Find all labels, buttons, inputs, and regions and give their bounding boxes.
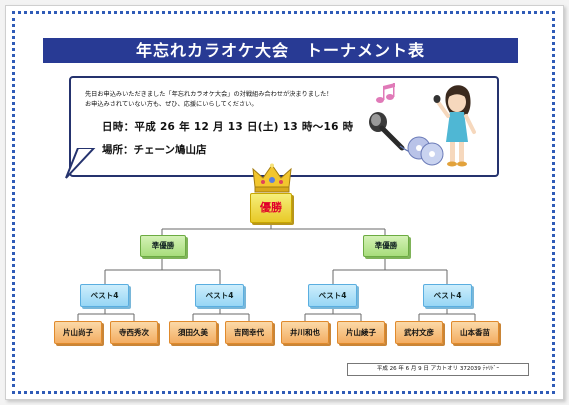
runner-up-box-right: 準優勝 (363, 235, 409, 257)
player-box-1: 片山尚子 (54, 321, 102, 344)
best4-box-3: ベスト4 (308, 284, 357, 307)
bubble-tail-icon (65, 148, 96, 179)
winner-box: 優勝 (250, 193, 292, 223)
best4-box-2: ベスト4 (195, 284, 244, 307)
player-box-8: 山本香苗 (451, 321, 499, 344)
player-box-7: 武村文彦 (395, 321, 443, 344)
best4-box-4: ベスト4 (423, 284, 472, 307)
player-box-6: 片山綾子 (337, 321, 385, 344)
runner-up-box-left: 準優勝 (140, 235, 186, 257)
event-place: 場所：チェーン鳩山店 (102, 144, 207, 156)
dotted-border (12, 11, 555, 394)
event-date: 日時：平成 26 年 12 月 13 日(土) 13 時～16 時 (102, 121, 354, 133)
best4-box-1: ベスト4 (80, 284, 129, 307)
info-line-1: 先日お申込みいただきました「年忘れカラオケ大会」の対戦組み合わせが決まりました！ (85, 91, 333, 98)
player-box-5: 井川和也 (281, 321, 329, 344)
footer-note: 平成 26 年 6 月 9 日 アカトオリ 372039 ﾃｬﾘﾄﾞｰ (347, 363, 529, 376)
player-box-2: 寺西秀次 (110, 321, 158, 344)
crown-icon (252, 163, 292, 193)
page-title: 年忘れカラオケ大会 トーナメント表 (43, 38, 518, 63)
player-box-3: 須田久美 (169, 321, 217, 344)
karaoke-singer-icon (369, 83, 476, 167)
player-box-4: 吉岡幸代 (225, 321, 273, 344)
info-line-2: お申込みされていない方も、ぜひ、応援にいらしてください。 (85, 101, 258, 108)
